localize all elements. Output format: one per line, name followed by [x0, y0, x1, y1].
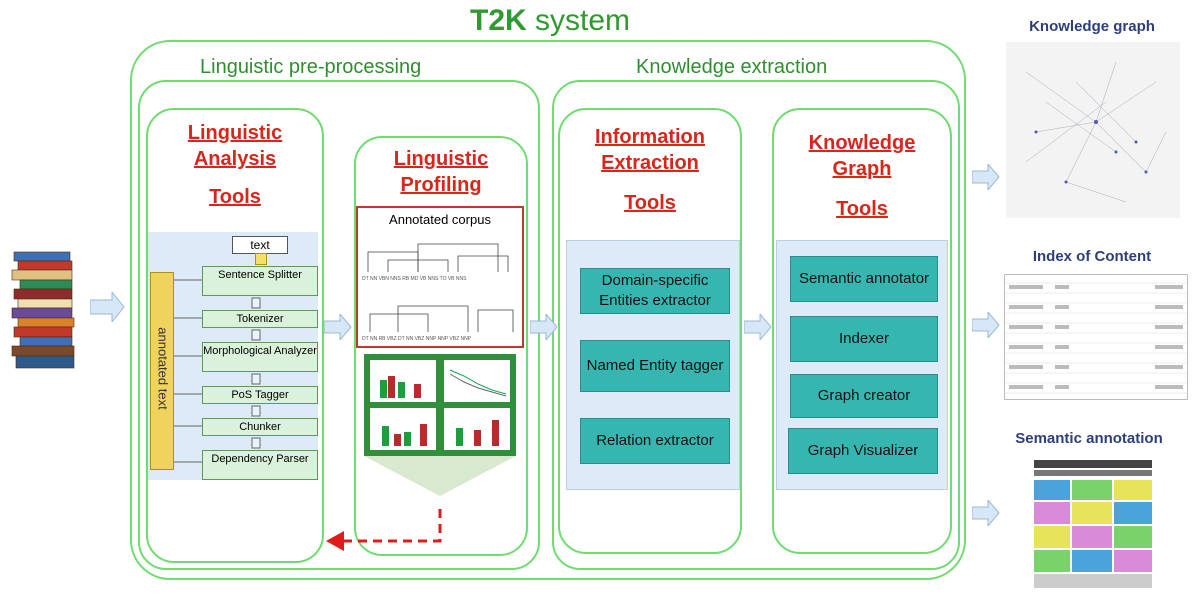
analysis-title-line2: Analysis [193, 148, 277, 170]
step-sentence-splitter: Sentence Splitter [202, 266, 318, 296]
step-morphological-analyzer: Morphological Analyzer [202, 342, 318, 372]
system-title-rest: system [526, 4, 631, 37]
t2k-system-frame [130, 40, 966, 580]
index-output-title: Index of Content [1032, 248, 1152, 265]
semantic-annotation-thumbnail [1030, 456, 1156, 594]
analysis-title: Linguistic Analysis Tools [148, 120, 322, 210]
kg-title-line3: Tools [836, 198, 888, 220]
step-dependency-parser: Dependency Parser [202, 450, 318, 480]
feedback-arrow [326, 509, 442, 551]
text-input-box: text [232, 236, 288, 254]
arrow-books-to-analysis [90, 292, 125, 322]
annotated-text-bar: annotated text [150, 272, 174, 470]
annotated-corpus-label: Annotated corpus [389, 212, 491, 227]
profiling-title: Linguistic Profiling [356, 146, 526, 198]
arrow-analysis-to-profiling [324, 314, 352, 340]
books-stack-icon [11, 251, 75, 369]
extraction-label: Knowledge extraction [636, 56, 828, 78]
ie-title-line2: Extraction [601, 152, 699, 174]
ie-title-line3: Tools [624, 192, 676, 214]
knowledge-graph-frame [772, 108, 952, 554]
kg-title: Knowledge Graph Tools [774, 130, 950, 222]
arrow-ie-to-kg [744, 314, 772, 340]
profiling-title-line2: Profiling [400, 174, 482, 196]
knowledge-graph-output-title: Knowledge graph [1029, 18, 1155, 35]
linguistic-analysis-frame [146, 108, 324, 563]
step-tokenizer: Tokenizer [202, 310, 318, 328]
ie-title: Information Extraction Tools [560, 124, 740, 216]
profiling-charts-illustration [370, 360, 510, 450]
profiling-funnel [364, 456, 516, 496]
preprocessing-label: Linguistic pre-processing [200, 56, 422, 78]
knowledge-graph-thumbnail [1006, 42, 1180, 218]
index-thumbnail [1004, 274, 1188, 400]
pipeline-connectors [174, 279, 261, 463]
arrow-to-index [972, 312, 1000, 338]
input-arrow-icon [255, 253, 267, 265]
system-title-bold: T2K [470, 4, 527, 37]
semantic-annotation-illustration [1034, 460, 1152, 588]
analysis-title-line3: Tools [209, 186, 261, 208]
system-title: T2K system [470, 4, 630, 38]
annotated-corpus-panel: Annotated corpus DT NN VBN NNS RB MD VB … [356, 206, 524, 348]
indexer: Indexer [790, 316, 938, 362]
semantic-annotation-output-title: Semantic annotation [1015, 430, 1163, 447]
information-extraction-frame [558, 108, 742, 554]
graph-creator: Graph creator [790, 374, 938, 418]
ie-title-line1: Information [595, 126, 705, 148]
arrow-to-semantic [972, 500, 1000, 526]
index-table-illustration [1005, 282, 1187, 394]
svg-text:DT NN RB VBZ DT NN VBZ NNP NNP: DT NN RB VBZ DT NN VBZ NNP NNP VBZ NNP [362, 336, 472, 342]
graph-visualizer: Graph Visualizer [788, 428, 938, 474]
kg-title-line2: Graph [832, 158, 892, 180]
arrow-to-knowledge-graph [972, 164, 1000, 190]
named-entity-tagger: Named Entity tagger [580, 340, 730, 392]
semantic-annotator: Semantic annotator [790, 256, 938, 302]
analysis-title-line1: Linguistic [187, 122, 283, 144]
step-pos-tagger: PoS Tagger [202, 386, 318, 404]
kg-title-line1: Knowledge [808, 132, 916, 154]
knowledge-graph-illustration [1025, 61, 1167, 203]
step-chunker: Chunker [202, 418, 318, 436]
arrow-profiling-to-ie [530, 314, 558, 340]
linguistic-profiling-frame [354, 136, 528, 556]
dependency-tree-illustration: DT NN VBN NNS RB MD VB NNS TO VB NNS DT … [362, 243, 514, 342]
relation-extractor: Relation extractor [580, 418, 730, 464]
svg-text:DT NN VBN NNS RB MD VB NNS TO: DT NN VBN NNS RB MD VB NNS TO VB NNS [362, 276, 467, 282]
profiling-charts-panel [364, 354, 516, 456]
domain-entities-extractor: Domain-specific Entities extractor [580, 268, 730, 314]
profiling-title-line1: Linguistic [393, 148, 489, 170]
